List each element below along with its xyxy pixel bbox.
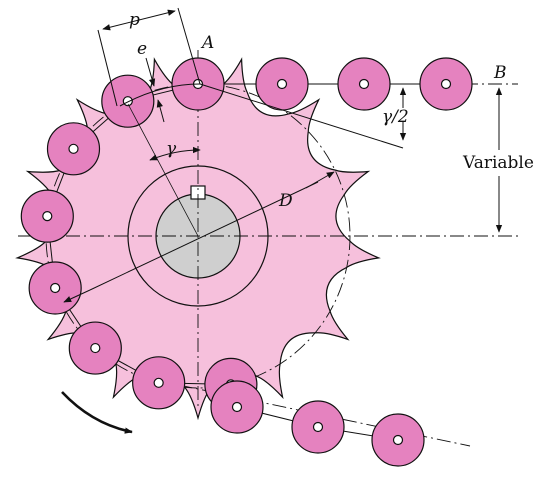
pitch-dimension-line (102, 9, 176, 31)
chain-roller (101, 74, 155, 128)
chain-roller (20, 189, 74, 243)
gamma-label: γ (166, 139, 177, 159)
rise-label: e (137, 39, 147, 59)
pitch-diameter-arrow-upper (305, 171, 335, 189)
half-angle-line (199, 83, 404, 149)
rise-leader-upper (145, 57, 156, 87)
half-angle-label: γ/2 (382, 107, 409, 127)
chain-roller (419, 57, 473, 111)
rise-arc (119, 83, 201, 107)
pitch-diameter-line (89, 181, 319, 291)
pitch-extension-right (177, 7, 201, 85)
chain-roller (28, 261, 82, 315)
chain-roller (337, 57, 391, 111)
point-b-label: B (493, 63, 507, 83)
chain-roller (371, 413, 425, 467)
pitch-label: p (129, 10, 140, 30)
curved-arrow-icon (61, 391, 133, 434)
chain-roller (68, 321, 122, 375)
chain-roller (132, 356, 186, 410)
gamma-arc (149, 146, 201, 161)
pitch-diameter-arrow-lower (63, 289, 91, 303)
point-a-label: A (200, 33, 214, 53)
chain-roller (255, 57, 309, 111)
chain-roller (291, 400, 345, 454)
variable-label: Variable (462, 153, 534, 173)
gamma-radial-line (127, 103, 199, 237)
chain-roller (46, 122, 101, 176)
pitch-extension-left (97, 29, 118, 107)
rise-leader-lower (156, 99, 165, 123)
pitch-diameter-label: D (278, 191, 293, 211)
chain-roller (210, 380, 264, 434)
chain-rollers (20, 57, 473, 467)
